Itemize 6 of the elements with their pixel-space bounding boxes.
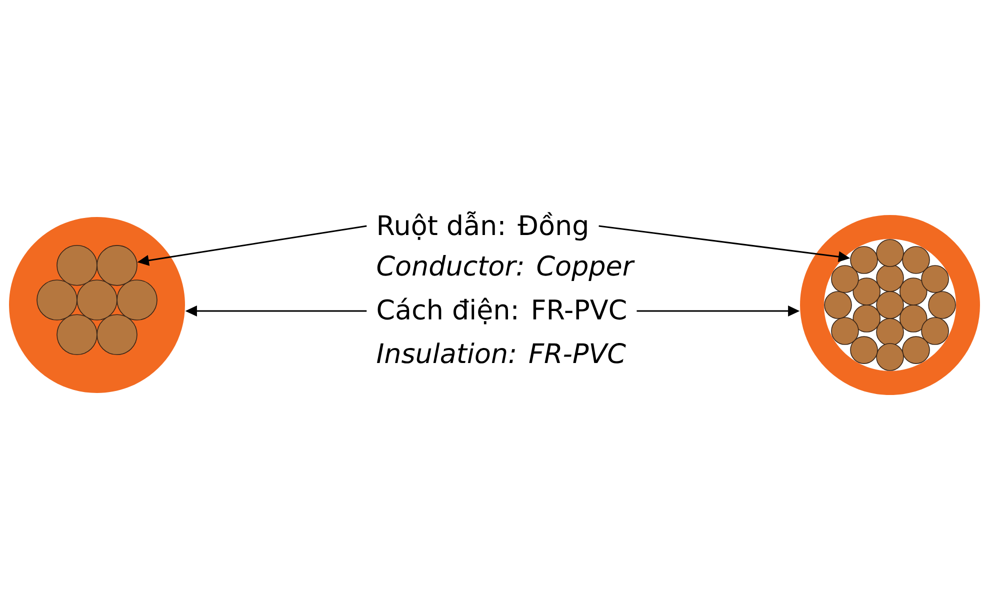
conductor-strand — [850, 246, 878, 274]
label-text: Ruột dẫn: Đồng — [378, 211, 587, 241]
label-text: Cách điện: FR-PVC — [378, 298, 626, 324]
label-text: Insulation: FR-PVC — [376, 342, 626, 364]
conductor-strand — [96, 245, 138, 286]
label-text: Conductor: Copper — [377, 254, 635, 282]
